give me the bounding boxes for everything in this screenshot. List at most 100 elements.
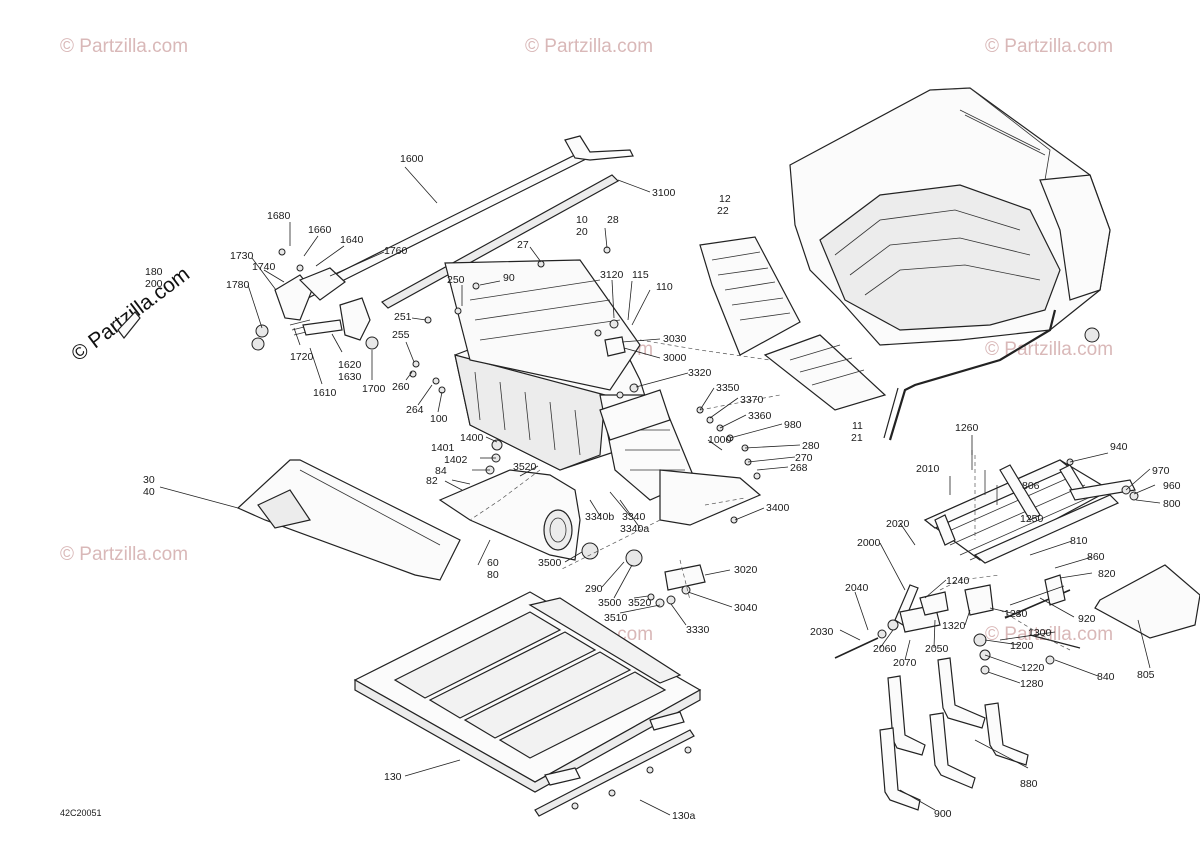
frame-assembly xyxy=(923,450,1139,564)
label-2010: 2010 xyxy=(916,463,940,475)
hardware xyxy=(409,246,761,608)
label-970: 970 xyxy=(1152,465,1170,477)
label-3000: 3000 xyxy=(663,352,687,364)
label-1720: 1720 xyxy=(290,351,314,363)
label-11: 11 xyxy=(852,420,863,432)
label-1620: 1620 xyxy=(338,359,362,371)
label-3520-b: 3520 xyxy=(628,597,652,609)
watermark: © Partzilla.com xyxy=(985,339,1113,360)
label-810: 810 xyxy=(1070,535,1088,547)
label-805: 805 xyxy=(1137,669,1155,681)
cover-panel xyxy=(438,469,581,561)
label-1000: 1000 xyxy=(708,434,732,446)
label-255: 255 xyxy=(392,329,410,341)
support-brackets xyxy=(879,657,1029,811)
label-1260: 1260 xyxy=(955,422,979,434)
label-800: 800 xyxy=(1163,498,1181,510)
label-1280: 1280 xyxy=(1020,678,1044,690)
label-2050: 2050 xyxy=(925,643,949,655)
label-2060: 2060 xyxy=(873,643,897,655)
label-290: 290 xyxy=(585,583,603,595)
label-1660: 1660 xyxy=(308,224,332,236)
label-2070: 2070 xyxy=(893,657,917,669)
label-3120: 3120 xyxy=(600,269,624,281)
label-22: 22 xyxy=(717,205,729,217)
label-3320: 3320 xyxy=(688,367,712,379)
label-880: 880 xyxy=(1020,778,1038,790)
callout-labels: 1600 3100 1680 1660 1640 1760 1730 1740 … xyxy=(143,153,1181,822)
label-27: 27 xyxy=(517,239,529,251)
label-1700: 1700 xyxy=(362,383,386,395)
label-2000: 2000 xyxy=(857,537,881,549)
label-2030: 2030 xyxy=(810,626,834,638)
label-860: 860 xyxy=(1087,551,1105,563)
cargo-box xyxy=(789,87,1111,346)
watermark-rotated: © Partzilla.com xyxy=(67,262,194,366)
dashed-guides xyxy=(469,339,1071,651)
label-1230: 1230 xyxy=(1004,608,1028,620)
label-1300: 1300 xyxy=(1028,627,1052,639)
label-264: 264 xyxy=(406,404,424,416)
label-3510: 3510 xyxy=(604,612,628,624)
label-1320: 1320 xyxy=(942,620,966,632)
label-1402: 1402 xyxy=(444,454,468,466)
seal-strip-edge xyxy=(883,387,899,439)
label-2040: 2040 xyxy=(845,582,869,594)
watermark: © Partzilla.com xyxy=(60,544,188,565)
label-2020: 2020 xyxy=(886,518,910,530)
label-1740: 1740 xyxy=(252,261,276,273)
watermark: © Partzilla.com xyxy=(985,36,1113,57)
seal-strip xyxy=(888,309,1057,441)
lever-assembly xyxy=(834,574,1081,675)
label-1401: 1401 xyxy=(431,442,455,454)
label-3030: 3030 xyxy=(663,333,687,345)
watermark: © Partzilla.com xyxy=(985,624,1113,645)
label-12: 12 xyxy=(719,193,731,205)
label-960: 960 xyxy=(1163,480,1181,492)
label-280: 280 xyxy=(802,440,820,452)
label-1610: 1610 xyxy=(313,387,337,399)
label-90: 90 xyxy=(503,272,515,284)
label-3340: 3340 xyxy=(622,511,646,523)
label-806: 806 xyxy=(1022,480,1040,492)
label-260: 260 xyxy=(392,381,410,393)
label-3340b: 3340b xyxy=(585,511,614,523)
side-panel xyxy=(236,459,461,581)
label-3360: 3360 xyxy=(748,410,772,422)
label-100: 100 xyxy=(430,413,448,425)
label-20: 20 xyxy=(576,226,588,238)
label-3100: 3100 xyxy=(652,187,676,199)
label-21: 21 xyxy=(851,432,863,444)
label-1400: 1400 xyxy=(460,432,484,444)
label-130a: 130a xyxy=(672,810,696,822)
latch-mechanism xyxy=(117,248,379,351)
label-82: 82 xyxy=(426,475,438,487)
label-30: 30 xyxy=(143,474,155,486)
panel-805 xyxy=(1094,564,1200,639)
label-3500-b: 3500 xyxy=(598,597,622,609)
label-3340a: 3340a xyxy=(620,523,649,535)
label-180: 180 xyxy=(145,266,163,278)
label-3500-a: 3500 xyxy=(538,557,562,569)
label-1760: 1760 xyxy=(384,245,408,257)
label-268: 268 xyxy=(790,462,808,474)
label-115: 115 xyxy=(632,269,649,281)
watermark: © Partzilla.com xyxy=(525,36,653,57)
label-10: 10 xyxy=(576,214,588,226)
label-840: 840 xyxy=(1097,671,1115,683)
label-130: 130 xyxy=(384,771,402,783)
label-1730: 1730 xyxy=(230,250,254,262)
label-1240: 1240 xyxy=(946,575,970,587)
grommet xyxy=(1084,327,1100,343)
storage-bin xyxy=(444,259,696,501)
label-84: 84 xyxy=(435,465,447,477)
label-40: 40 xyxy=(143,486,155,498)
label-1640: 1640 xyxy=(340,234,364,246)
floor-panel xyxy=(353,591,702,817)
label-3040: 3040 xyxy=(734,602,758,614)
label-3370: 3370 xyxy=(740,394,764,406)
diagram-code: 42C20051 xyxy=(60,808,102,818)
label-3520-a: 3520 xyxy=(513,461,537,473)
